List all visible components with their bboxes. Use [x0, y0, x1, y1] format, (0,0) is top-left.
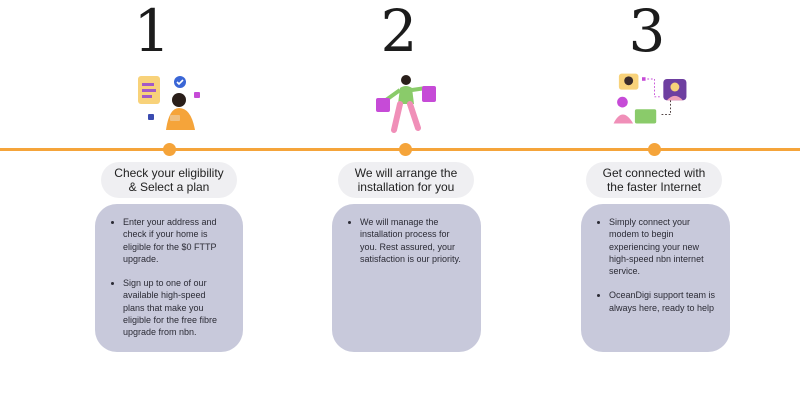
step-3-card: Simply connect your modem to begin exper… [581, 204, 730, 352]
video-call-people-icon [613, 73, 687, 124]
person-with-shopping-bags-icon [376, 75, 436, 133]
person-with-checklist-icon [138, 76, 200, 130]
list-item: Enter your address and check if your hom… [123, 216, 229, 265]
step-2-title: We will arrange the installation for you [338, 162, 474, 198]
step-1-title: Check your eligibility & Select a plan [101, 162, 237, 198]
timeline-dot-2 [399, 143, 412, 156]
step-1-card: Enter your address and check if your hom… [95, 204, 243, 352]
step-2-number: 2 [380, 0, 418, 65]
step-3-number: 3 [628, 0, 666, 65]
timeline-dot-3 [648, 143, 661, 156]
list-item: Sign up to one of our available high-spe… [123, 277, 229, 338]
step-2-card: We will manage the installation process … [332, 204, 481, 352]
step-1-number: 1 [133, 0, 171, 65]
list-item: Simply connect your modem to begin exper… [609, 216, 716, 277]
list-item: OceanDigi support team is always here, r… [609, 289, 716, 314]
list-item: We will manage the installation process … [360, 216, 467, 265]
timeline-dot-1 [163, 143, 176, 156]
step-3-title: Get connected with the faster Internet [586, 162, 722, 198]
